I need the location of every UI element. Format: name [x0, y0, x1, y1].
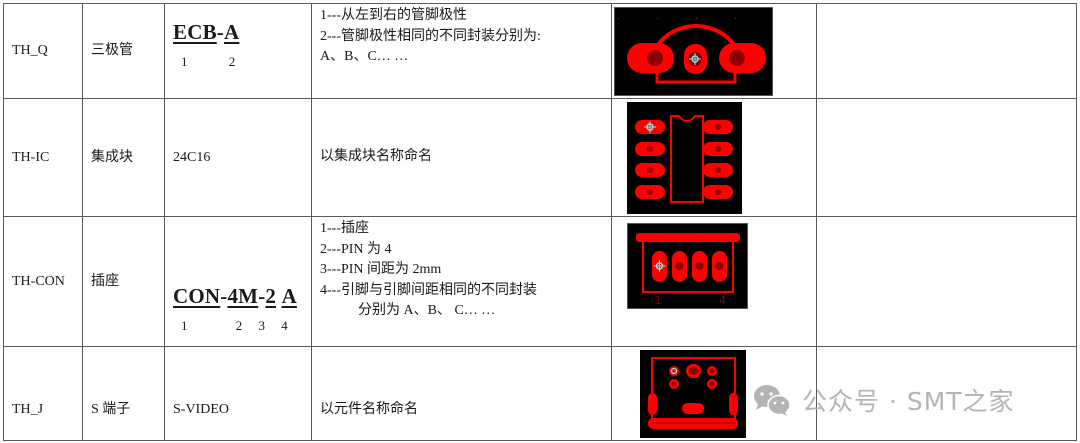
table-row-th-con: TH-CON 插座 CON-4M-2 A 1 2 3 4 1---插座 2---…: [3, 216, 1077, 347]
type-cell: 三极管: [82, 3, 165, 99]
code-segment-numbers: 1 2 3 4: [181, 318, 288, 333]
empty-cell: [816, 216, 1077, 347]
code-cell: CON-4M-2 A 1 2 3 4: [164, 216, 312, 347]
type-cell: S 端子: [82, 346, 165, 441]
naming-convention-table: TH_Q 三极管 ECB-A 1 2 1---从左到右的管脚极性 2---管脚极…: [3, 3, 1077, 441]
empty-cell: [816, 3, 1077, 99]
svideo-footprint-icon: [640, 349, 746, 438]
type-cell: 插座: [82, 216, 165, 347]
watermark: 公众号 · SMT之家: [752, 382, 1015, 418]
transistor-footprint-icon: [614, 6, 773, 96]
description-cell: 1---从左到右的管脚极性 2---管脚极性相同的不同封装分别为: A、B、C……: [311, 3, 612, 99]
svg-text:1: 1: [655, 294, 662, 307]
description-cell: 以集成块名称命名: [311, 98, 612, 217]
code-segment-numbers: 1 2: [181, 54, 236, 69]
code-cell: S-VIDEO: [164, 346, 312, 441]
type-cell: 集成块: [82, 98, 165, 217]
connector-footprint-icon: 1 4: [627, 223, 748, 309]
code-cell: ECB-A 1 2: [164, 3, 312, 99]
code-pattern: CON-4M-2 A: [173, 284, 297, 308]
code-cell: 24C16: [164, 98, 312, 217]
empty-cell: [816, 346, 1077, 441]
svg-text:4: 4: [719, 294, 726, 307]
code-pattern: ECB-A: [173, 20, 240, 44]
footprint-image-cell: [611, 3, 817, 99]
description-cell: 以元件名称命名: [311, 346, 612, 441]
prefix-cell: TH-IC: [3, 98, 83, 217]
table-row-th-j: TH_J S 端子 S-VIDEO 以元件名称命名: [3, 346, 1077, 441]
wechat-icon: [754, 385, 791, 416]
empty-cell: [816, 98, 1077, 217]
table-row-th-q: TH_Q 三极管 ECB-A 1 2 1---从左到右的管脚极性 2---管脚极…: [3, 3, 1077, 99]
prefix-cell: TH_Q: [3, 3, 83, 99]
table-row-th-ic: TH-IC 集成块 24C16 以集成块名称命名: [3, 98, 1077, 217]
footprint-image-cell: 1 4: [611, 216, 817, 347]
prefix-cell: TH-CON: [3, 216, 83, 347]
footprint-image-cell: [611, 346, 817, 441]
description-cell: 1---插座 2---PIN 为 4 3---PIN 间距为 2mm 4---引…: [311, 216, 612, 347]
footprint-image-cell: [611, 98, 817, 217]
dip8-footprint-icon: [627, 101, 742, 214]
watermark-text: 公众号 · SMT之家: [802, 387, 1015, 416]
prefix-cell: TH_J: [3, 346, 83, 441]
